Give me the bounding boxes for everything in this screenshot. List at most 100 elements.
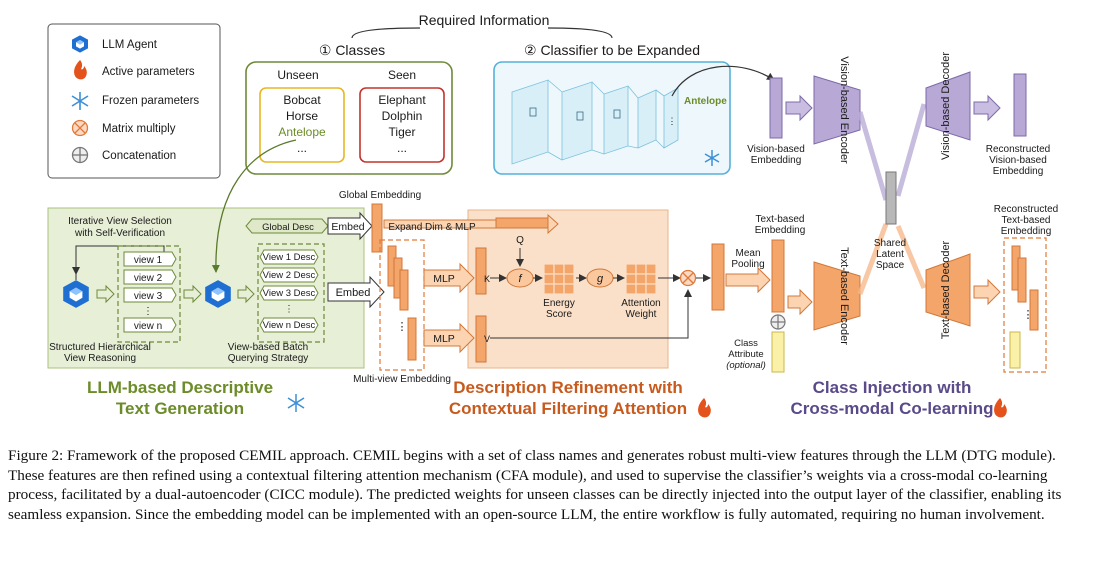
rec-vis-3: Embedding [993, 166, 1044, 177]
querying-2: Querying Strategy [228, 353, 309, 364]
iter-title-1: Iterative View Selection [68, 216, 172, 227]
reasoning-2: View Reasoning [64, 353, 136, 364]
snowflake-icon [71, 92, 89, 110]
seen-class: Dolphin [382, 109, 423, 123]
attr-1: Class [734, 338, 758, 349]
seen-label: Seen [388, 68, 416, 82]
rec-txt-2: Text-based [1002, 215, 1051, 226]
embed-multi: Embed [336, 287, 371, 299]
attn-2: Weight [626, 309, 657, 320]
querying-1: View-based Batch [228, 342, 308, 353]
cfa-title-1: Description Refinement with [453, 378, 683, 397]
reasoning-1: Structured Hierarchical [49, 342, 151, 353]
view-tags [123, 251, 177, 333]
view-tag: view n [134, 321, 162, 332]
legend-active: Active parameters [102, 66, 195, 78]
rec-vis-2: Vision-based [989, 155, 1047, 166]
global-embedding-label: Global Embedding [339, 190, 421, 201]
dtg-module: Iterative View Selection with Self-Verif… [47, 139, 385, 418]
vision-encoder-label: Vision-based Encoder [838, 56, 850, 164]
k-label: K [484, 274, 490, 284]
vision-emb-1: Vision-based [747, 144, 805, 155]
shared-latent-bar [885, 171, 897, 225]
vision-emb-2: Embedding [751, 155, 802, 166]
iter-title-2: with Self-Verification [74, 228, 165, 239]
shared-1: Shared [874, 238, 906, 249]
new-class-label: Antelope [684, 96, 727, 107]
class-attribute-bar [771, 331, 785, 373]
text-encoder [813, 261, 861, 331]
dtg-title-2: Text Generation [116, 399, 244, 418]
cicc-title-2: Cross-modal Co-learning [790, 399, 993, 418]
cicc-module: Vision-based Embedding Vision-based Enco… [711, 52, 1058, 418]
text-embedding-bar [771, 239, 785, 313]
matrix-multiply-icon [679, 269, 697, 287]
fire-icon [74, 60, 87, 80]
view-desc: View 1 Desc [263, 252, 316, 263]
fire-icon [994, 398, 1007, 418]
mean-2: Pooling [731, 259, 764, 270]
energy-2: Score [546, 309, 573, 320]
view-tag-ellipsis: ⋮ [143, 306, 153, 317]
vision-embedding-bar [769, 77, 783, 139]
vision-encoder [813, 75, 861, 145]
svg-text:⋮: ⋮ [1023, 309, 1034, 321]
view-tag: view 2 [134, 273, 163, 284]
view-desc: View n Desc [263, 320, 316, 331]
global-desc: Global Desc [262, 222, 314, 233]
v-label: V [484, 334, 490, 344]
rec-txt-3: Embedding [1001, 226, 1052, 237]
text-decoder-label: Text-based Decoder [940, 240, 952, 339]
legend-llm-agent: LLM Agent [102, 39, 158, 51]
required-information: Required Information ① Classes ② Classif… [245, 12, 775, 175]
cfa-title-2: Contextual Filtering Attention [449, 399, 687, 418]
energy-score-grid [543, 263, 575, 295]
unseen-class: Horse [286, 109, 318, 123]
unseen-class: ... [297, 141, 307, 155]
f-label: f [518, 273, 522, 285]
attr-3: (optional) [726, 360, 766, 371]
attr-2: Attribute [728, 349, 763, 360]
view-desc: View 2 Desc [263, 270, 316, 281]
unseen-label: Unseen [277, 68, 318, 82]
svg-text:⋮: ⋮ [668, 116, 677, 126]
view-desc: View 3 Desc [263, 288, 316, 299]
figure-caption: Figure 2: Framework of the proposed CEMI… [8, 447, 1062, 523]
mean-1: Mean [735, 248, 760, 259]
attn-1: Attention [621, 298, 660, 309]
snowflake-icon [704, 150, 720, 166]
rec-txt-1: Reconstructed [994, 204, 1058, 215]
unseen-class-new: Antelope [278, 125, 326, 139]
text-decoder [925, 253, 971, 327]
concatenation-icon [71, 146, 89, 164]
unseen-class: Bobcat [283, 93, 321, 107]
seen-class: Elephant [378, 93, 426, 107]
multi-view-label: Multi-view Embedding [353, 374, 451, 385]
reconstructed-vision-bar [1013, 73, 1027, 137]
view-desc-ellipsis: ⋮ [284, 304, 294, 315]
classifier-title: ② Classifier to be Expanded [524, 42, 700, 58]
framework-diagram: LLM Agent Active parameters Frozen param… [47, 12, 1058, 418]
shared-3: Space [876, 260, 905, 271]
fire-icon [698, 398, 711, 418]
embed-global: Embed [331, 221, 364, 233]
seen-class: Tiger [389, 125, 416, 139]
attention-weight-grid [625, 263, 657, 295]
required-title: Required Information [419, 12, 550, 28]
cfa-module: Global Embedding ⋮ Multi-view Embedding … [339, 190, 711, 418]
cicc-title-1: Class Injection with [813, 378, 972, 397]
concatenation-icon [770, 314, 786, 330]
global-embedding-bar [371, 203, 383, 253]
classes-title: ① Classes [319, 42, 385, 58]
svg-text:⋮: ⋮ [397, 321, 408, 333]
rec-vis-1: Reconstructed [986, 144, 1050, 155]
legend-matmul: Matrix multiply [102, 123, 176, 135]
matrix-multiply-icon [71, 119, 89, 137]
g-label: g [597, 273, 604, 285]
text-emb-1: Text-based [756, 214, 805, 225]
snowflake-icon [287, 394, 305, 412]
legend-concat: Concatenation [102, 150, 176, 162]
mlp-k: MLP [433, 273, 455, 285]
legend: LLM Agent Active parameters Frozen param… [47, 23, 221, 179]
view-tag: view 1 [134, 255, 163, 266]
